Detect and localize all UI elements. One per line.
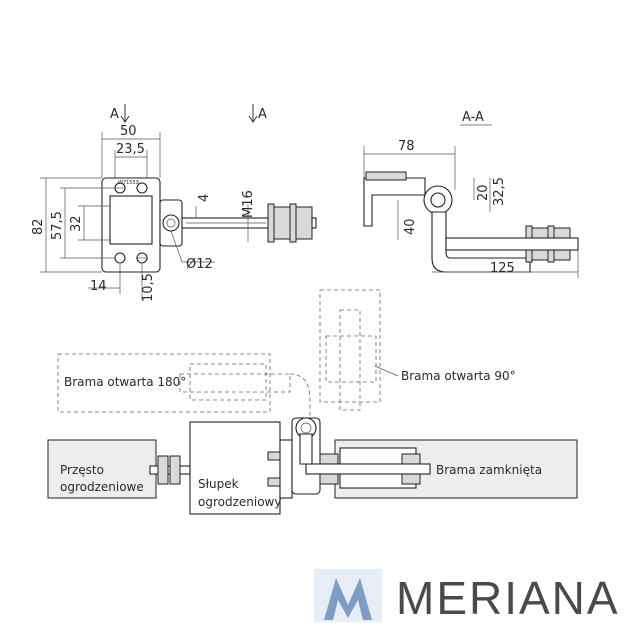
front-view: A A 50 23,5 W71553 bbox=[31, 104, 317, 302]
plate-slot bbox=[109, 195, 153, 245]
installation-plan: Brama otwarta 180° Brama otwarta 90° Prz… bbox=[47, 289, 578, 515]
dim-14: 14 bbox=[90, 279, 107, 294]
dim-10-5: 10,5 bbox=[141, 273, 156, 302]
washer bbox=[267, 203, 275, 243]
post-bolt bbox=[267, 451, 281, 461]
label-open-90: Brama otwarta 90° bbox=[401, 369, 516, 383]
section-arrow-right-head bbox=[248, 115, 258, 123]
section-arrow-left-head bbox=[120, 115, 130, 123]
dim-m16: M16 bbox=[241, 190, 256, 218]
post-plate bbox=[279, 439, 293, 499]
label-open-90-leader bbox=[374, 365, 399, 377]
dim-32-5: 32,5 bbox=[492, 177, 507, 206]
logo-mark bbox=[324, 578, 372, 620]
hinge-pin-core bbox=[166, 218, 176, 228]
dim-78: 78 bbox=[398, 139, 415, 154]
dim-82: 82 bbox=[31, 218, 46, 235]
span-bolt-nut bbox=[157, 455, 169, 485]
dim-diameter: Ø12 bbox=[186, 257, 213, 272]
beam-open-90-clamp bbox=[325, 335, 377, 383]
label-post-line1: Słupek bbox=[198, 477, 239, 491]
beam-open-90 bbox=[319, 289, 381, 403]
label-open-180: Brama otwarta 180° bbox=[64, 375, 186, 389]
brand-block: MERIANA bbox=[314, 569, 620, 624]
rod-end bbox=[311, 217, 317, 229]
bolt-hole-top-right bbox=[136, 182, 148, 194]
label-span-line2: ogrodzeniowe bbox=[60, 480, 144, 494]
washer bbox=[289, 203, 297, 243]
span-bolt-nut bbox=[169, 455, 181, 485]
section-mark-right: A bbox=[258, 107, 267, 122]
dim-40: 40 bbox=[403, 218, 418, 235]
dim-32: 32 bbox=[69, 215, 84, 232]
plan-pin-core bbox=[300, 422, 312, 434]
nut bbox=[273, 206, 291, 240]
label-post-line2: ogrodzeniowy bbox=[198, 495, 281, 509]
dim-50: 50 bbox=[120, 124, 137, 139]
dim-57-5: 57,5 bbox=[50, 211, 65, 240]
beam-open-180-clamp bbox=[189, 363, 267, 401]
section-plate bbox=[365, 171, 407, 181]
hinge-pin bbox=[162, 214, 180, 232]
dim-125: 125 bbox=[490, 261, 515, 276]
open-180-rod-arc bbox=[289, 373, 311, 420]
section-view: A-A 78 20 32,5 40 125 bbox=[363, 110, 579, 278]
dim-23-5: 23,5 bbox=[116, 142, 145, 157]
beam-open-180-bolt bbox=[179, 373, 291, 393]
beam-open-180 bbox=[57, 353, 271, 413]
nut bbox=[295, 206, 313, 240]
dim-4: 4 bbox=[197, 194, 212, 202]
closed-rod-bend bbox=[299, 433, 313, 465]
post-bolt bbox=[267, 477, 281, 487]
bolt-hole-bottom-left bbox=[114, 252, 126, 264]
dim-diameter-leader bbox=[170, 230, 183, 263]
section-bracket bbox=[363, 177, 426, 227]
plate-marking: W71553 bbox=[118, 180, 139, 186]
section-title: A-A bbox=[462, 110, 484, 125]
closed-threaded-rod bbox=[305, 463, 431, 475]
dim-20: 20 bbox=[476, 184, 491, 201]
section-threaded-rod bbox=[445, 237, 579, 251]
section-mark-left: A bbox=[110, 107, 119, 122]
brand-name: MERIANA bbox=[396, 572, 620, 624]
beam-open-90-bolt bbox=[339, 309, 361, 411]
label-span-line1: Przęsto bbox=[60, 463, 104, 477]
section-pin bbox=[430, 192, 446, 208]
label-closed: Brama zamknięta bbox=[436, 463, 542, 477]
fence-post bbox=[189, 421, 281, 515]
